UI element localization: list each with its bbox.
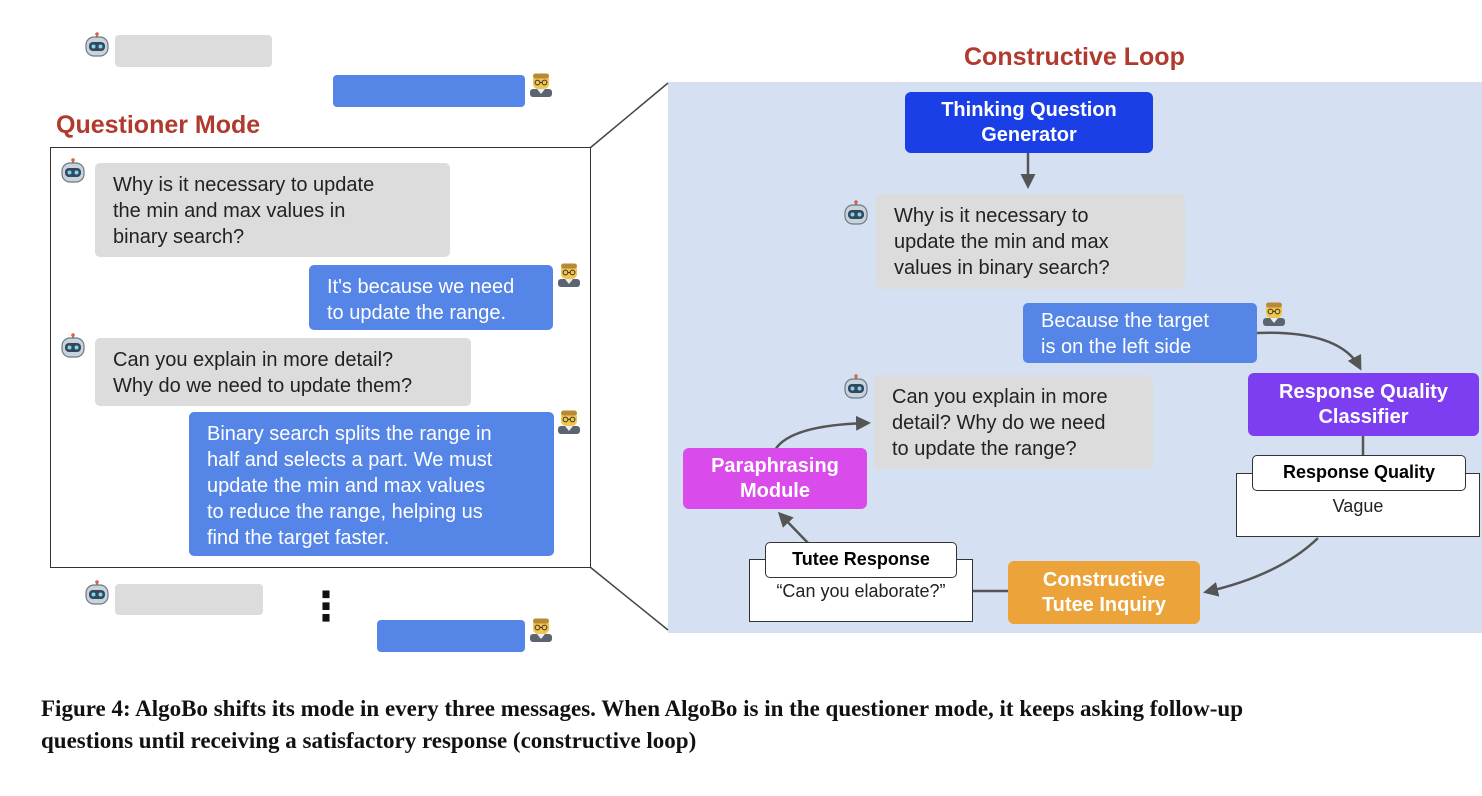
student-icon bbox=[556, 262, 582, 288]
response-quality-classifier: Response Quality Classifier bbox=[1248, 373, 1479, 436]
caption-line-1: Figure 4: AlgoBo shifts its mode in ever… bbox=[41, 696, 1244, 721]
student-icon bbox=[556, 409, 582, 435]
placeholder-bot-bubble bbox=[115, 35, 272, 67]
zoom-line-top bbox=[589, 82, 669, 149]
bot-message-1: Why is it necessary to update the min an… bbox=[95, 163, 450, 257]
vertical-ellipsis: ⋮ bbox=[306, 585, 346, 629]
loop-followup-message: Can you explain in more detail? Why do w… bbox=[874, 375, 1153, 469]
robot-icon bbox=[84, 580, 110, 606]
tutee-response-label: Tutee Response bbox=[765, 542, 957, 578]
robot-icon bbox=[60, 333, 86, 359]
robot-icon bbox=[84, 32, 110, 58]
arrow-tutee-to-paraphrasing bbox=[777, 511, 809, 544]
student-icon bbox=[528, 617, 554, 643]
arrow-quality-to-inquiry bbox=[1203, 537, 1319, 597]
paraphrasing-module: Paraphrasing Module bbox=[683, 448, 867, 509]
loop-answer-message: Because the target is on the left side bbox=[1023, 303, 1257, 363]
response-quality-label: Response Quality bbox=[1252, 455, 1466, 491]
caption-line-2: questions until receiving a satisfactory… bbox=[41, 728, 697, 753]
zoom-line-bottom bbox=[589, 566, 669, 631]
placeholder-user-bubble bbox=[333, 75, 525, 107]
user-message-1: It's because we need to update the range… bbox=[309, 265, 553, 330]
robot-icon bbox=[843, 200, 869, 226]
user-message-2: Binary search splits the range in half a… bbox=[189, 412, 554, 556]
bot-message-2: Can you explain in more detail? Why do w… bbox=[95, 338, 471, 406]
loop-question-message: Why is it necessary to update the min an… bbox=[876, 194, 1185, 289]
robot-icon bbox=[843, 374, 869, 400]
placeholder-user-bubble bbox=[377, 620, 525, 652]
placeholder-bot-bubble bbox=[115, 584, 263, 615]
arrow-paraphrasing-to-followup bbox=[773, 415, 871, 451]
figure-caption: Figure 4: AlgoBo shifts its mode in ever… bbox=[41, 693, 1482, 757]
robot-icon bbox=[60, 158, 86, 184]
response-quality-value: Vague bbox=[1332, 496, 1384, 516]
student-icon bbox=[528, 72, 554, 98]
constructive-loop-title: Constructive Loop bbox=[964, 43, 1185, 71]
questioner-mode-title: Questioner Mode bbox=[56, 111, 261, 139]
student-icon bbox=[1261, 301, 1287, 327]
constructive-tutee-inquiry: Constructive Tutee Inquiry bbox=[1008, 561, 1200, 624]
thinking-question-generator: Thinking Question Generator bbox=[905, 92, 1153, 153]
arrow-answer-to-classifier bbox=[1256, 331, 1362, 371]
tutee-response-value: “Can you elaborate?” bbox=[776, 581, 946, 601]
